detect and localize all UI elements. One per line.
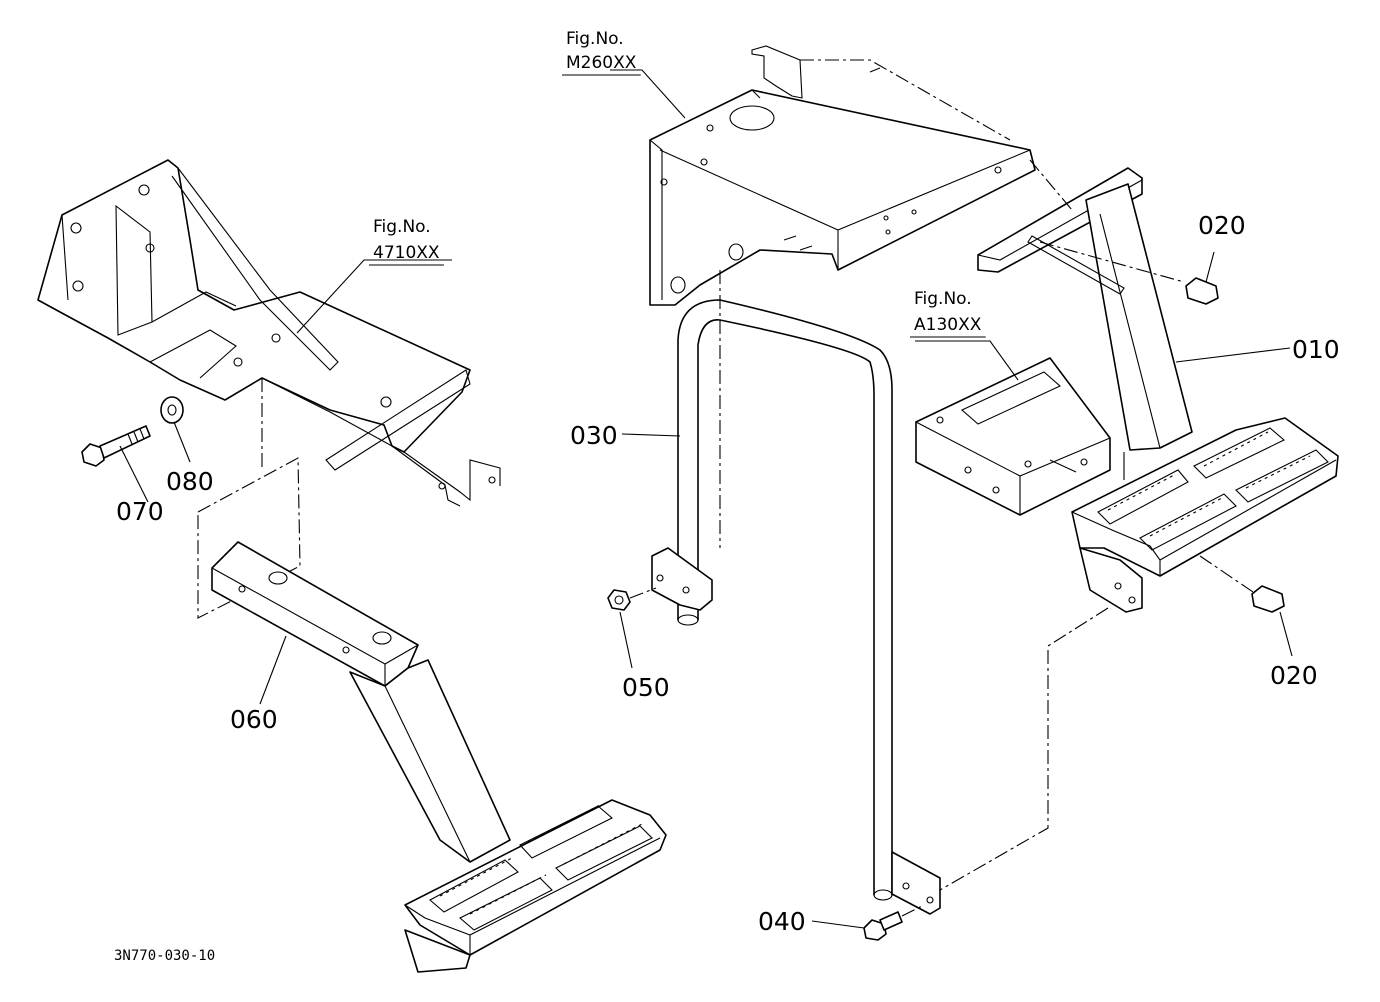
frame-bracket-4710 [37,159,501,507]
fig-ref-m260-line1: Fig.No. [566,29,624,49]
part-label-050: 050 [622,673,670,702]
drawing-code: 3N770-030-10 [114,948,215,964]
handrail-030 [651,299,941,915]
fig-ref-a130-line2: A130XX [914,315,982,335]
fig-ref-m260-line2: M260XX [566,53,637,73]
fig-ref-m260: Fig.No. M260XX [566,29,637,73]
frame-bracket-m260 [649,45,1036,306]
frame-a130 [915,357,1111,516]
part-label-060: 060 [230,705,278,734]
part-label-020-lower: 020 [1270,661,1318,690]
fig-ref-a130: Fig.No. A130XX [914,289,982,335]
step-010 [977,167,1339,613]
bolt-020-upper [1185,277,1219,305]
step-060 [211,541,667,973]
part-label-010: 010 [1292,335,1340,364]
bolt-070 [81,425,151,467]
part-label-070: 070 [116,497,164,526]
fig-ref-4710: Fig.No. 4710XX [373,217,440,263]
fig-ref-4710-line1: Fig.No. [373,217,431,237]
washer-080 [160,396,184,424]
nut-050 [607,589,631,611]
part-label-040: 040 [758,907,806,936]
part-label-020-upper: 020 [1198,211,1246,240]
bolt-020-lower [1251,585,1285,613]
fig-ref-4710-line2: 4710XX [373,243,440,263]
fig-ref-a130-line1: Fig.No. [914,289,972,309]
part-label-030: 030 [570,421,618,450]
part-label-080: 080 [166,467,214,496]
bolt-040 [863,911,903,941]
